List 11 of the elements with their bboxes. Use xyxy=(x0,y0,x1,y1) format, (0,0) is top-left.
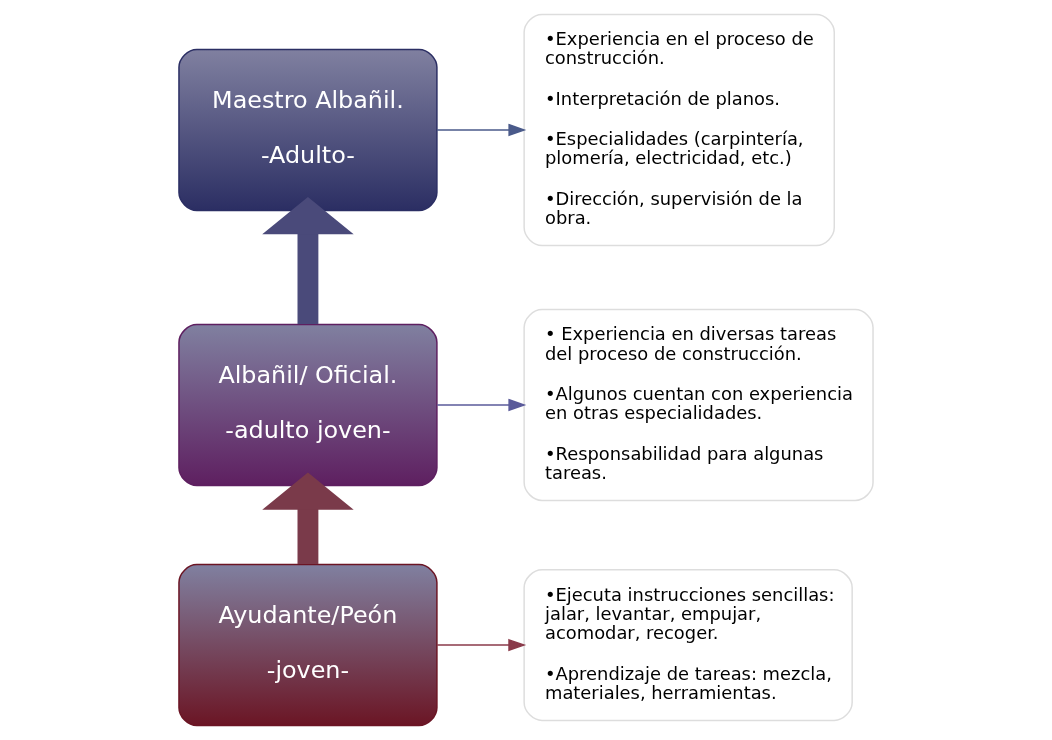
arrow xyxy=(262,197,354,325)
arrow xyxy=(436,123,527,137)
node-box: • Experiencia en diversas tareas del proceso de construcción. •Algunos cuentan con experiencia en otras especialidades. •Responsabilidad para algunas tareas. xyxy=(523,308,874,502)
node-box: •Ejecuta instrucciones sencillas: jalar, levantar, empujar, acomodar, recoger. •Aprendizaje de tareas: mezcla, materiales, herramientas. xyxy=(523,569,853,722)
arrow xyxy=(262,472,354,564)
node-box: •Experiencia en el proceso de construcción. •Interpretación de planos. •Especialidades (carpintería, plomería, electricidad, etc.) •Dirección, supervisión de la obra. xyxy=(523,13,835,247)
node-box: Maestro Albañil. -Adulto- xyxy=(178,48,438,212)
node-box: Ayudante/Peón -joven- xyxy=(178,563,438,727)
arrow xyxy=(436,638,527,652)
node-box: Albañil/ Oficial. -adulto joven- xyxy=(178,323,438,487)
arrow xyxy=(436,398,527,412)
